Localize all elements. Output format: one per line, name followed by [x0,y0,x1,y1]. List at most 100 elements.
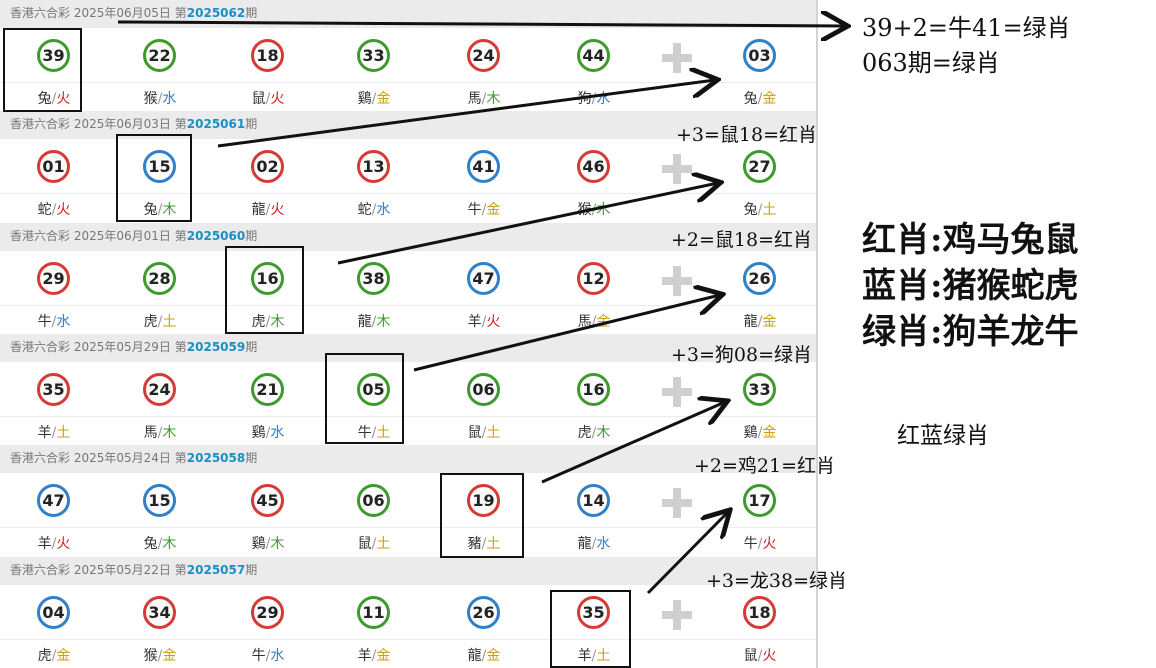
zodiac: 兔 [143,536,158,553]
zodiac-element-label: 鷄/木 [214,533,322,553]
zodiac-element-label: 虎/木 [540,422,648,442]
issue-suffix: 期 [245,451,258,466]
element: 水 [162,91,177,107]
label-separator: / [265,647,271,664]
ball-number: 05 [362,379,385,399]
zodiac-element-label: 虎/木 [214,311,322,331]
element: 金 [486,647,501,664]
ball-number: 22 [148,46,171,65]
element: 金 [762,424,777,441]
lottery-name: 香港六合彩 [10,339,71,354]
zodiac: 狗 [577,91,592,107]
lottery-name: 香港六合彩 [10,6,71,20]
zodiac-element-label: 兔/土 [706,199,814,219]
zodiac-element-label: 虎/金 [0,645,108,665]
ball-number: 28 [148,268,171,288]
zodiac-element-label: 羊/火 [0,533,108,553]
zodiac: 龍 [577,536,592,553]
zodiac-element-label: 鷄/金 [320,88,428,108]
ball-number: 24 [148,379,171,399]
label-separator: / [265,202,271,219]
draw-date: 2025年06月01日 [73,228,171,243]
number-ball: 24 [467,39,500,72]
element: 金 [762,91,777,107]
label-separator: / [481,424,487,441]
ball-number: 14 [582,491,605,511]
legend-blue-zodiac: 蓝肖:猪猴蛇虎 [862,266,1079,306]
special-ball-cell: 27 兔/土 [706,139,814,221]
label-separator: / [51,647,57,664]
zodiac: 兔 [143,202,158,219]
element: 火 [486,313,501,330]
ball-number: 27 [748,157,771,177]
lottery-name: 香港六合彩 [10,562,71,577]
zodiac: 羊 [37,424,52,441]
zodiac: 鷄 [251,536,266,553]
issue-suffix: 期 [245,117,258,132]
issue-number: 2025057 [186,562,246,577]
number-ball: 12 [577,261,610,295]
element: 土 [162,313,177,330]
number-ball: 01 [37,150,70,184]
zodiac: 龍 [357,313,372,330]
zodiac-element-label: 鷄/水 [214,422,322,442]
zodiac: 牛 [743,536,758,553]
ball-number: 26 [748,268,771,288]
zodiac-element-label: 蛇/火 [0,199,108,219]
draw-date: 2025年05月22日 [73,562,171,577]
number-ball: 24 [143,372,176,406]
zodiac: 兔 [37,91,52,107]
ball-number: 13 [362,157,385,177]
label-separator: / [157,202,163,219]
element: 火 [56,536,71,553]
element: 木 [162,536,177,553]
ball-number: 34 [148,602,171,622]
ball-cell: 04 虎/金 [0,585,108,667]
element: 火 [762,536,777,553]
ball-number: 18 [256,46,279,65]
zodiac: 龍 [467,647,482,664]
label-separator: / [157,647,163,664]
number-ball: 22 [143,39,176,72]
label-separator: / [157,313,163,330]
zodiac: 兔 [743,202,758,219]
draw-date: 2025年05月29日 [73,339,171,354]
label-separator: / [51,202,57,219]
number-ball: 47 [467,261,500,295]
number-ball: 41 [467,150,500,184]
zodiac: 馬 [467,91,482,107]
number-ball: 16 [251,261,284,295]
ball-number: 24 [472,46,495,65]
number-ball: 04 [37,595,70,629]
label-separator: / [757,91,763,107]
issue-prefix: 第 [174,451,187,466]
row-divider [0,527,816,529]
element: 土 [486,536,501,553]
lottery-name: 香港六合彩 [10,117,71,132]
issue-number: 2025061 [186,117,246,132]
element: 木 [596,424,611,441]
number-ball: 34 [143,595,176,629]
zodiac: 馬 [143,424,158,441]
zodiac: 鷄 [743,424,758,441]
zodiac: 羊 [357,647,372,664]
highlight-box-2 [116,134,192,222]
element: 木 [376,313,391,330]
issue-number: 2025059 [186,339,246,354]
ball-number: 01 [42,157,65,177]
zodiac: 牛 [251,647,266,664]
ball-number: 29 [42,268,65,288]
zodiac: 鼠 [467,424,482,441]
label-separator: / [757,313,763,330]
number-ball: 38 [357,261,390,295]
draw-header-text: 香港六合彩 2025年06月01日 第2025060期 [10,229,257,243]
number-ball: 19 [467,484,500,518]
